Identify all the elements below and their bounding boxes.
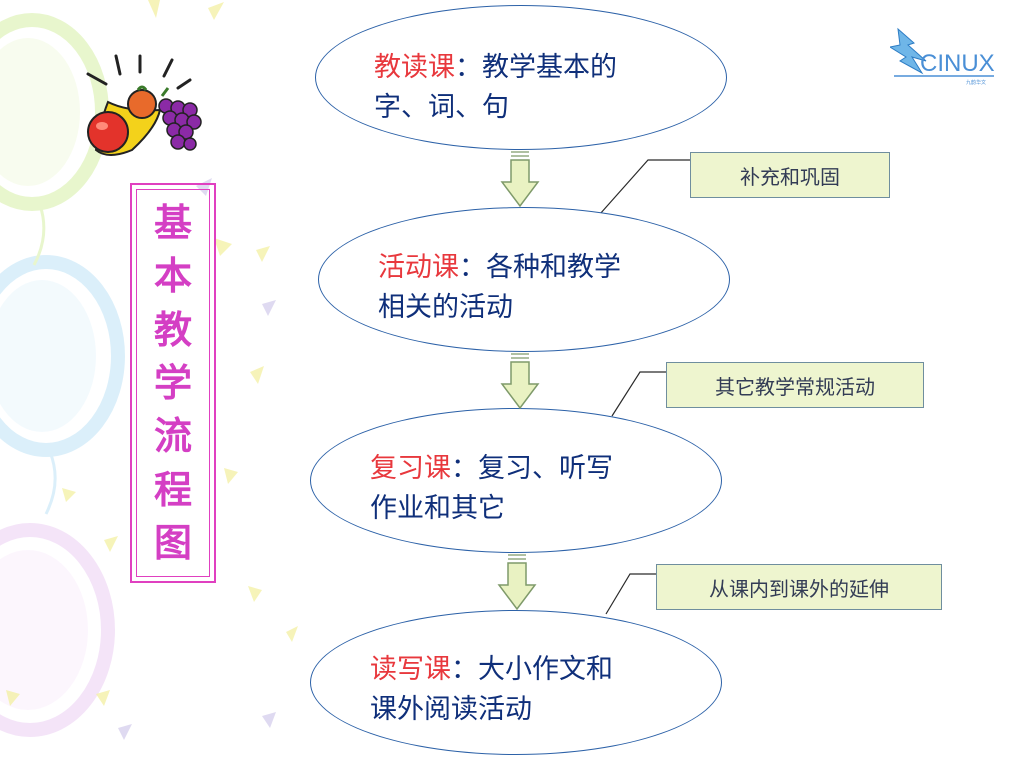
node-desc-line1: 教学基本的 bbox=[482, 52, 617, 83]
node-desc-line1: 各种和教学 bbox=[486, 252, 621, 283]
fruit-basket-icon bbox=[86, 54, 202, 156]
node-separator: ： bbox=[455, 52, 482, 83]
vertical-title: 基 本 教 学 流 程 图 bbox=[136, 189, 210, 577]
title-char: 图 bbox=[153, 520, 192, 566]
node-desc-line2: 作业和其它 bbox=[370, 493, 505, 524]
flow-node-writing-class bbox=[310, 610, 722, 755]
node-desc-line2: 课外阅读活动 bbox=[370, 694, 532, 725]
node-desc-line1: 大小作文和 bbox=[478, 654, 613, 685]
node-separator: ： bbox=[451, 453, 478, 484]
vertical-title-frame: 基 本 教 学 流 程 图 bbox=[130, 183, 216, 583]
down-arrow-icon bbox=[500, 353, 540, 410]
title-char: 学 bbox=[153, 359, 192, 405]
node-keyword: 活动课 bbox=[378, 252, 459, 283]
node-separator: ： bbox=[459, 252, 486, 283]
node-text: 复习课：复习、听写 作业和其它 bbox=[370, 449, 613, 529]
logo-subtext: 九韵华文 bbox=[966, 80, 987, 86]
node-keyword: 复习课 bbox=[370, 453, 451, 484]
node-keyword: 教读课 bbox=[374, 52, 455, 83]
node-text: 教读课：教学基本的 字、词、句 bbox=[374, 48, 617, 128]
down-arrow-icon bbox=[497, 554, 537, 611]
node-desc-line2: 字、词、句 bbox=[374, 92, 509, 123]
title-char: 教 bbox=[153, 306, 192, 352]
node-desc-line1: 复习、听写 bbox=[478, 453, 613, 484]
title-char: 本 bbox=[153, 253, 192, 299]
note-routine-activities: 其它教学常规活动 bbox=[666, 362, 924, 408]
title-char: 基 bbox=[153, 199, 192, 245]
title-char: 程 bbox=[153, 466, 192, 512]
node-keyword: 读写课 bbox=[370, 654, 451, 685]
flow-node-activity-class bbox=[318, 207, 730, 352]
logo-text: CINUX bbox=[920, 50, 995, 77]
node-separator: ： bbox=[451, 654, 478, 685]
down-arrow-icon bbox=[500, 151, 540, 208]
node-text: 活动课：各种和教学 相关的活动 bbox=[378, 248, 621, 328]
node-desc-line2: 相关的活动 bbox=[378, 292, 513, 323]
note-supplement: 补充和巩固 bbox=[690, 152, 890, 198]
cinux-logo-icon bbox=[890, 27, 994, 77]
note-extension: 从课内到课外的延伸 bbox=[656, 564, 942, 610]
node-text: 读写课：大小作文和 课外阅读活动 bbox=[370, 650, 613, 730]
flow-node-review-class bbox=[310, 408, 722, 553]
flow-node-reading-class bbox=[315, 5, 727, 150]
title-char: 流 bbox=[153, 413, 192, 459]
